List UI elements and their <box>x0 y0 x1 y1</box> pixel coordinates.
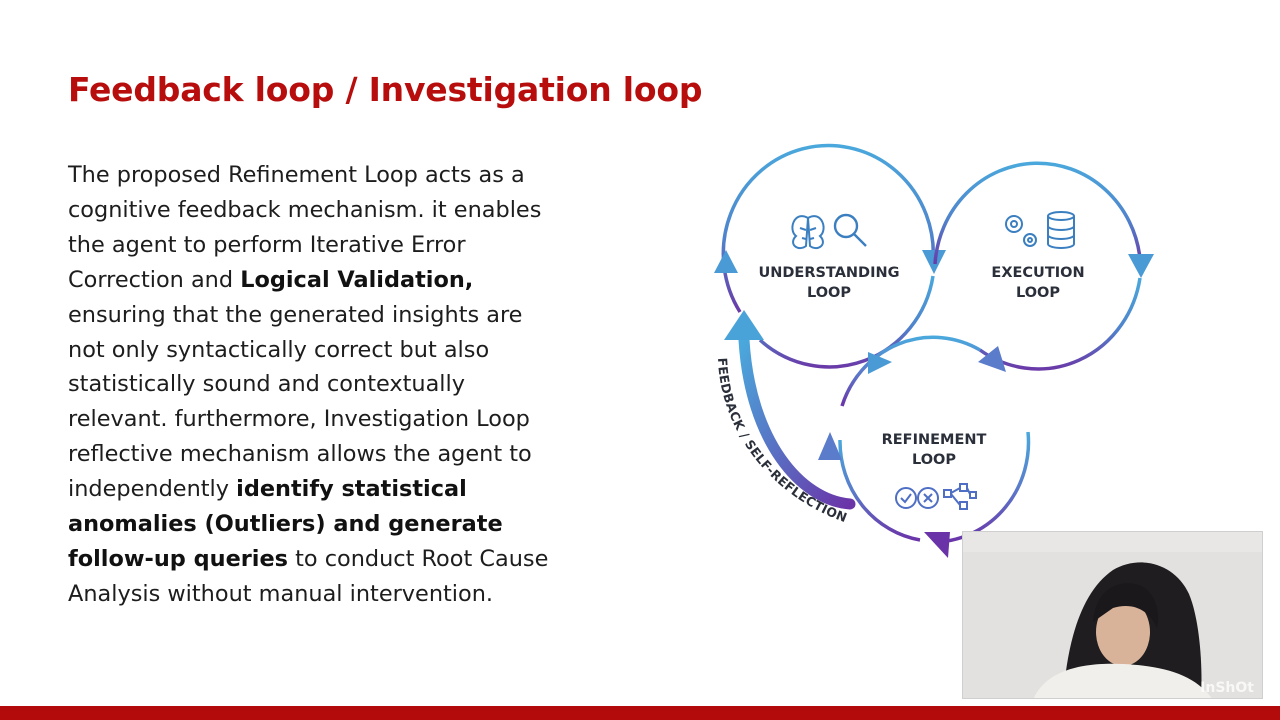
check-cross-icon <box>895 487 939 509</box>
bold-text: Logical Validation, <box>240 266 474 293</box>
arrow-head <box>714 250 738 273</box>
text-run: not only syntactically correct but also <box>68 336 490 363</box>
text-run: Correction and <box>68 266 241 293</box>
paragraph-line: follow-up queries to conduct Root Cause <box>68 542 628 577</box>
paragraph-line: Correction and Logical Validation, <box>68 263 628 298</box>
text-run: The proposed Refinement Loop acts as a <box>68 162 525 188</box>
text-run: reflective mechanism allows the agent to <box>68 441 532 468</box>
video-watermark: InShOt <box>1200 680 1254 696</box>
footer-bar <box>0 706 1280 720</box>
arrow-head <box>924 532 950 558</box>
understanding-label-2: LOOP <box>807 285 851 301</box>
text-run: to conduct Root Cause <box>287 545 549 572</box>
paragraph-line: independently identify statistical <box>68 472 628 507</box>
slide-paragraph: The proposed Refinement Loop acts as a co… <box>68 158 628 612</box>
flowchart-icon <box>943 483 977 510</box>
execution-loop: EXECUTION LOOP <box>933 161 1154 372</box>
brain-icon <box>791 215 825 250</box>
paragraph-line: ensuring that the generated insights are <box>68 298 628 333</box>
text-run: independently <box>68 476 237 503</box>
text-run: statistically sound and contextually <box>68 371 465 398</box>
arrow-head <box>978 346 1006 372</box>
slide-title: Feedback loop / Investigation loop <box>68 70 703 109</box>
paragraph-line: The proposed Refinement Loop acts as a <box>68 158 628 193</box>
refinement-label-2: LOOP <box>912 452 956 468</box>
text-run: ensuring that the generated insights are <box>68 301 523 328</box>
text-run: cognitive feedback mechanism. it enables <box>68 196 542 223</box>
refinement-loop: REFINEMENT LOOP <box>818 335 1031 558</box>
text-run: Analysis without manual intervention. <box>68 580 494 607</box>
bold-text: identify statistical <box>236 476 467 503</box>
refinement-label-1: REFINEMENT <box>882 432 987 448</box>
database-icon <box>1047 211 1075 249</box>
gears-icon <box>1005 215 1037 247</box>
execution-label-1: EXECUTION <box>991 265 1084 281</box>
arrow-head <box>868 352 892 374</box>
paragraph-line: anomalies (Outliers) and generate <box>68 507 628 542</box>
paragraph-line: the agent to perform Iterative Error <box>68 228 628 263</box>
feedback-arc: FEEDBACK / SELF-REFLECTION <box>715 310 856 525</box>
execution-label-2: LOOP <box>1016 285 1060 301</box>
arrow-head <box>1128 254 1154 278</box>
paragraph-line: statistically sound and contextually <box>68 367 628 402</box>
bold-text: follow-up queries <box>68 545 288 572</box>
text-run: the agent to perform Iterative Error <box>68 231 466 258</box>
arrow-head <box>818 432 842 460</box>
text-run: relevant. furthermore, Investigation Loo… <box>68 406 530 433</box>
understanding-label-1: UNDERSTANDING <box>758 265 899 281</box>
paragraph-line: relevant. furthermore, Investigation Loo… <box>68 402 628 437</box>
arrow-head <box>724 310 764 340</box>
presenter-video: InShOt <box>962 531 1263 699</box>
magnifier-icon <box>833 213 867 247</box>
paragraph-line: not only syntactically correct but also <box>68 333 628 368</box>
paragraph-line: Analysis without manual intervention. <box>68 577 628 612</box>
bold-text: anomalies (Outliers) and generate <box>68 511 503 538</box>
loop-diagram: UNDERSTANDING LOOP EXECUTION LOOP REFINE… <box>714 143 1154 558</box>
paragraph-line: cognitive feedback mechanism. it enables <box>68 193 628 228</box>
paragraph-line: reflective mechanism allows the agent to <box>68 437 628 472</box>
